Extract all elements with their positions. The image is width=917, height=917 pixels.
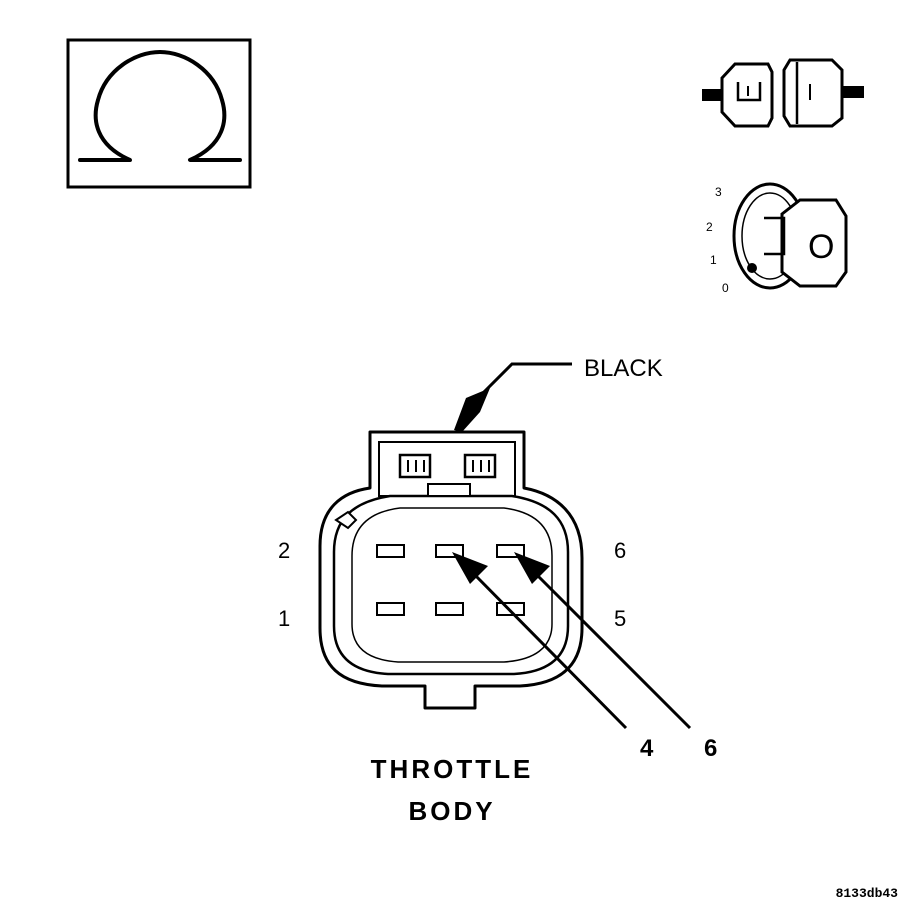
key-label: O	[808, 228, 834, 266]
housing-color-label: BLACK	[584, 355, 663, 382]
ohmmeter-omega-icon	[66, 38, 252, 189]
ignition-position-0: 0	[722, 281, 729, 295]
component-label-line2: BODY	[408, 796, 495, 826]
figure-id: 8133db43	[836, 886, 899, 901]
pin-label-top-left: 2	[278, 538, 290, 563]
probe-arrow-pin-6	[514, 552, 692, 730]
ignition-position-1: 1	[710, 253, 717, 267]
probe-arrow-pin-4	[452, 552, 628, 730]
pin-label-bottom-left: 1	[278, 606, 290, 631]
housing-lock-tabs	[398, 453, 497, 497]
throttle-body-connector	[318, 430, 584, 710]
probe-pin-label-4: 4	[640, 735, 654, 762]
ignition-key-off-icon: 3 2 1 0 O	[706, 182, 848, 295]
pin-label-top-right: 6	[614, 538, 626, 563]
pin-label-bottom-right: 5	[614, 606, 626, 631]
ignition-position-2: 2	[706, 220, 713, 234]
ignition-position-3: 3	[715, 185, 722, 199]
component-label-line1: THROTTLE	[371, 754, 534, 784]
cavity-pin-1	[376, 602, 405, 616]
cavity-pin-2	[376, 544, 405, 558]
black-housing-callout: BLACK	[454, 355, 663, 432]
disconnect-connector-icon	[702, 58, 864, 128]
probe-pin-label-6: 6	[704, 735, 717, 762]
cavity-pin-3	[435, 602, 464, 616]
